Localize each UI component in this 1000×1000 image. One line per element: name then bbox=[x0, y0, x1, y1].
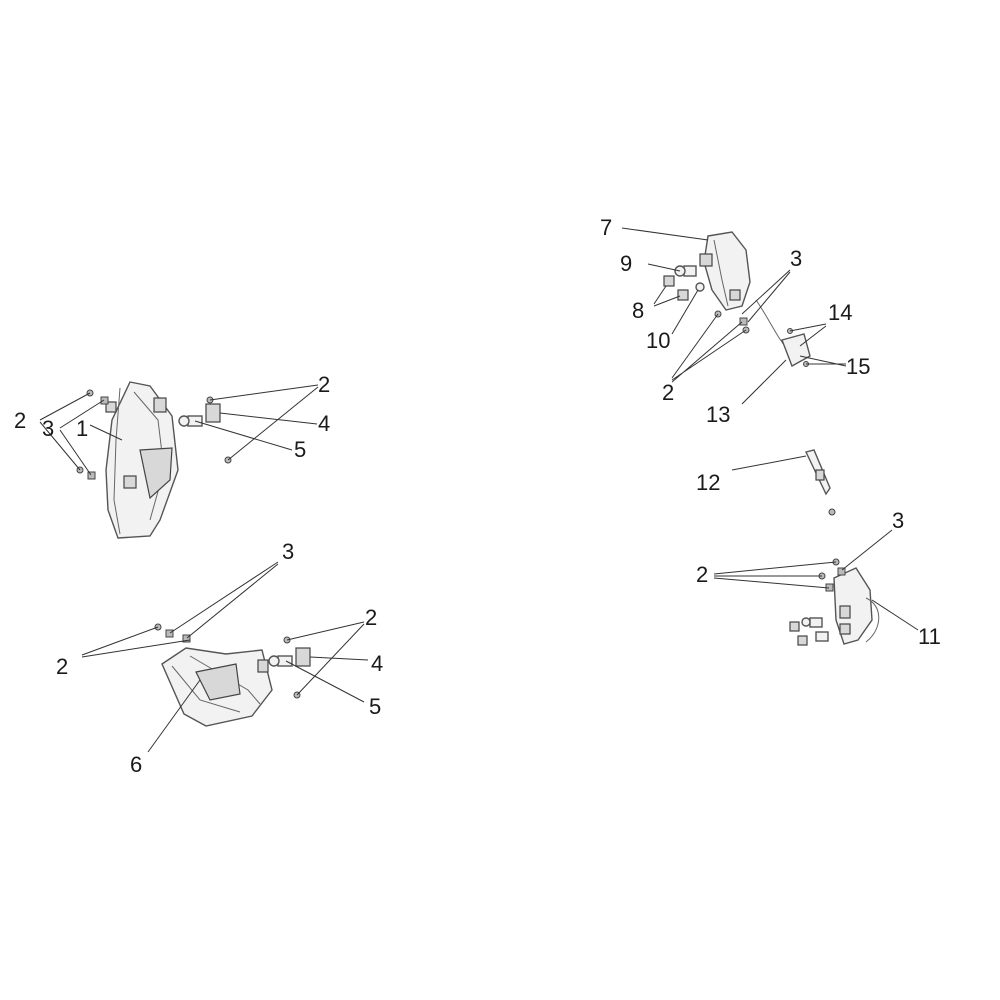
callout-3: 3 bbox=[790, 246, 802, 271]
callout-9: 9 bbox=[620, 251, 632, 276]
clip bbox=[100, 396, 109, 405]
bulb-left bbox=[178, 415, 203, 427]
bracket-13 bbox=[781, 333, 811, 368]
callout-11: 11 bbox=[918, 624, 941, 649]
headlight-assembly-left bbox=[39, 381, 319, 539]
tail-lamp-assembly bbox=[621, 227, 847, 405]
socket bbox=[797, 635, 808, 646]
callout-2: 2 bbox=[318, 372, 330, 397]
callout-6: 6 bbox=[130, 752, 142, 777]
lower-lamp-assembly bbox=[713, 529, 919, 646]
callout-5: 5 bbox=[294, 437, 306, 462]
callout-10: 10 bbox=[646, 328, 670, 353]
headlight-assembly-lower bbox=[81, 561, 369, 753]
screw bbox=[828, 508, 836, 516]
clip bbox=[165, 629, 174, 638]
bulb-lower bbox=[268, 655, 293, 667]
callout-2: 2 bbox=[14, 408, 26, 433]
socket-8 bbox=[663, 275, 689, 301]
callout-3: 3 bbox=[282, 539, 294, 564]
sensor-assembly-12 bbox=[731, 449, 836, 516]
callout-2: 2 bbox=[662, 380, 674, 405]
lamp-housing-7 bbox=[703, 231, 751, 311]
callout-2: 2 bbox=[56, 654, 68, 679]
callout-4: 4 bbox=[318, 411, 330, 436]
callout-3: 3 bbox=[42, 416, 54, 441]
socket bbox=[789, 621, 800, 632]
callout-2: 2 bbox=[696, 562, 708, 587]
callout-15: 15 bbox=[846, 354, 870, 379]
callout-2: 2 bbox=[365, 605, 377, 630]
socket-lower bbox=[295, 647, 311, 667]
callout-14: 14 bbox=[828, 300, 852, 325]
callout-8: 8 bbox=[632, 298, 644, 323]
callout-3: 3 bbox=[892, 508, 904, 533]
clip bbox=[837, 567, 846, 576]
clip bbox=[182, 634, 191, 643]
callout-labels: 2 3 1 2 4 5 3 2 2 4 5 6 7 9 3 8 14 10 15… bbox=[14, 215, 941, 777]
callout-4: 4 bbox=[371, 651, 383, 676]
clip bbox=[739, 317, 748, 326]
callout-13: 13 bbox=[706, 402, 730, 427]
socket-left bbox=[205, 403, 221, 423]
callout-7: 7 bbox=[600, 215, 612, 240]
bulb-10 bbox=[695, 282, 705, 292]
clip bbox=[87, 471, 96, 480]
bulb-11b bbox=[815, 631, 829, 642]
callout-12: 12 bbox=[696, 470, 720, 495]
callout-5: 5 bbox=[369, 694, 381, 719]
bulb-11a bbox=[801, 617, 823, 628]
callout-1: 1 bbox=[76, 416, 88, 441]
